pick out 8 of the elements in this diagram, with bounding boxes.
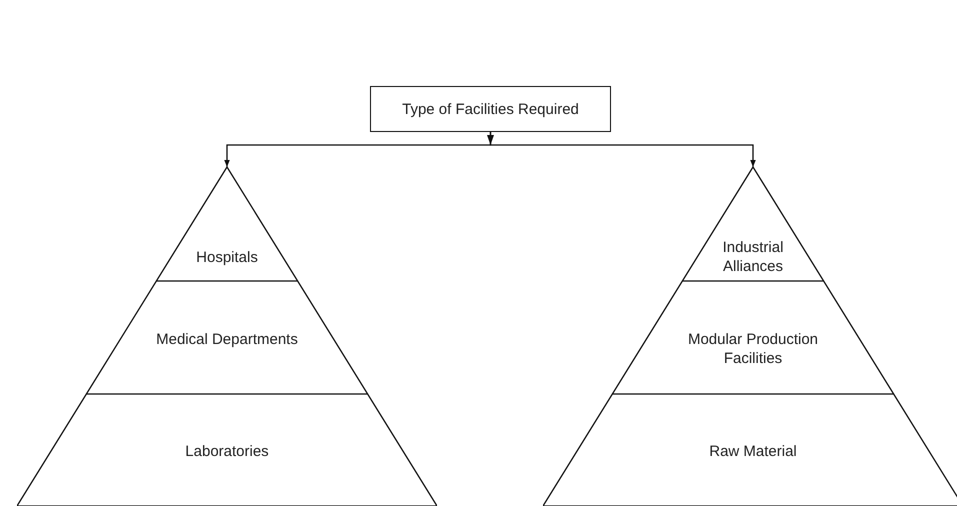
tier-label: Laboratories	[127, 430, 327, 472]
tier-label: Medical Departments	[127, 318, 327, 360]
arrow	[490, 132, 756, 167]
title-box: Type of Facilities Required	[370, 86, 611, 132]
tier-label: Hospitals	[172, 240, 282, 274]
tier-label: Raw Material	[653, 430, 853, 472]
tier-label: Industrial Alliances	[698, 236, 808, 278]
tier-label: Modular Production Facilities	[668, 326, 838, 372]
